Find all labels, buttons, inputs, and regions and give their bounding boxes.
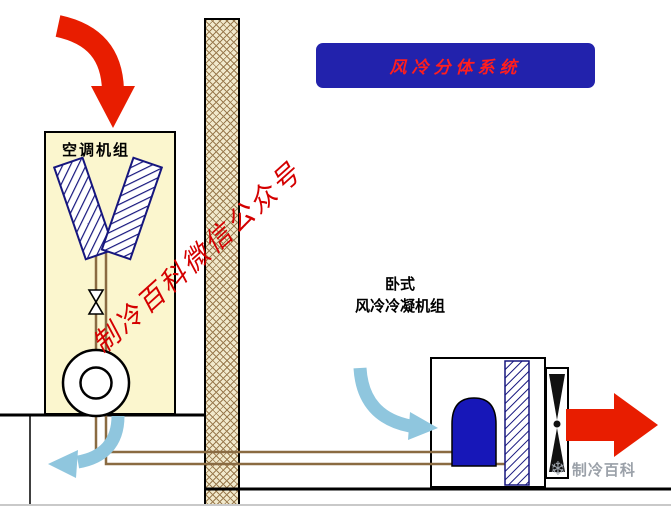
indoor-unit-label: 空调机组 [62,142,131,159]
fan-blade-top [549,374,565,420]
indoor-airflow-out-arrow [48,415,125,478]
indoor-airflow-in-arrow [55,15,135,128]
outdoor-airflow-in-arrow [353,367,438,440]
outdoor-airflow-out-arrow [566,393,658,457]
outdoor-unit-label: 卧式 风冷冷凝机组 [305,274,495,318]
title-text: 风冷分体系统 [389,58,522,77]
fan-hub [553,420,561,428]
outdoor-unit-label-line2: 风冷冷凝机组 [354,297,445,315]
outdoor-unit-label-line1: 卧式 [384,276,415,293]
snowflake-icon: ❄ [550,459,567,480]
watermark-logo: ❄ 制冷百科 [550,458,636,481]
outdoor-unit [430,357,546,488]
title-banner: 风冷分体系统 [316,43,595,88]
watermark-logo-text: 制冷百科 [571,462,636,479]
